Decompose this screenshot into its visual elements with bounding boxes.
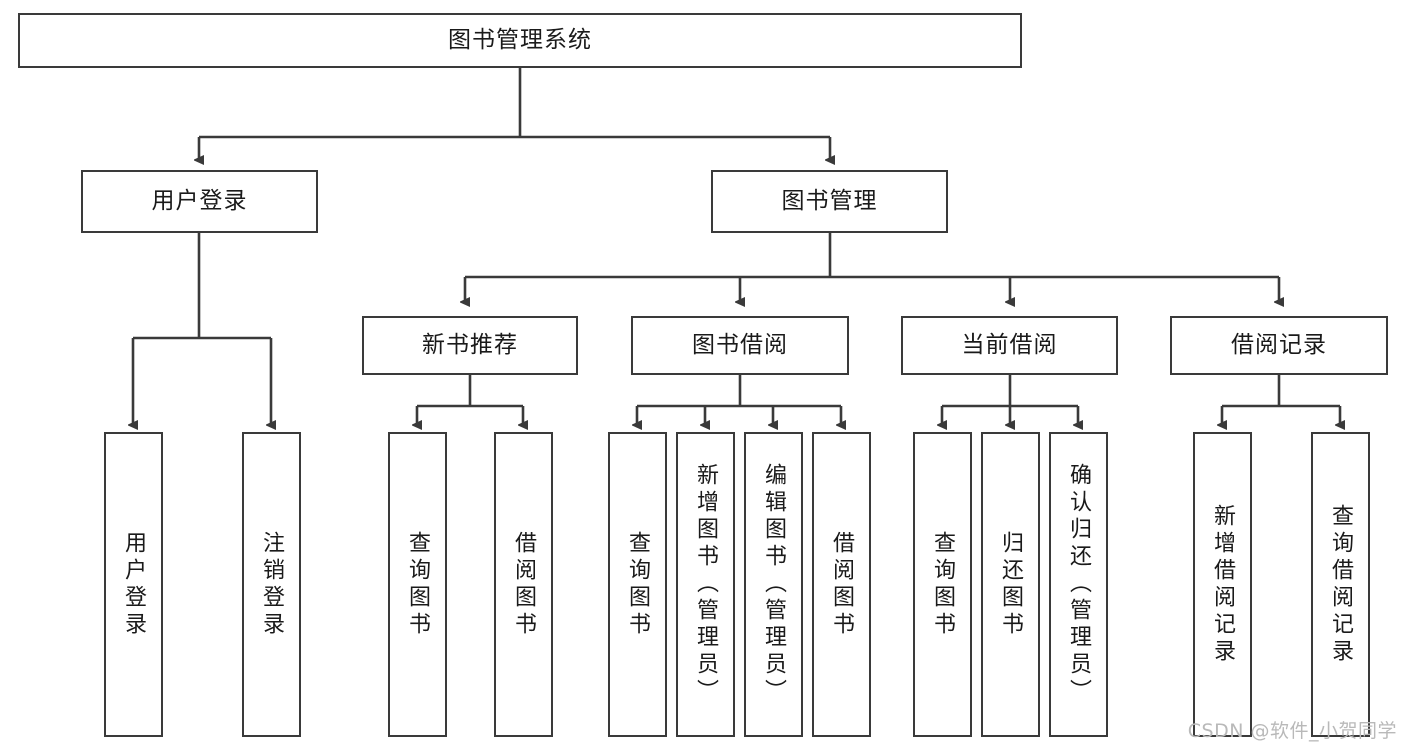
node-label: 查询图书 — [405, 530, 431, 639]
node-label: 编辑图书（管理员） — [761, 463, 787, 706]
leaf-current-borrow-confirm-return-admin[interactable]: 确认归还（管理员） — [1049, 432, 1108, 737]
leaf-user-login-login[interactable]: 用户登录 — [104, 432, 163, 737]
node-label: 新书推荐 — [422, 331, 518, 358]
leaf-borrow-records-add-record[interactable]: 新增借阅记录 — [1193, 432, 1252, 737]
node-label: 用户登录 — [121, 530, 147, 639]
csdn-watermark: CSDN @软件_小贺同学 — [1187, 720, 1397, 742]
leaf-book-borrow-edit-book-admin[interactable]: 编辑图书（管理员） — [744, 432, 803, 737]
node-label: 图书管理 — [781, 187, 878, 214]
node-label: 图书借阅 — [692, 331, 788, 358]
node-label: 用户登录 — [151, 187, 248, 214]
node-label: 图书管理系统 — [448, 26, 592, 53]
node-label: 借阅记录 — [1231, 331, 1327, 358]
leaf-new-book-borrow-book[interactable]: 借阅图书 — [494, 432, 553, 737]
node-label: 注销登录 — [259, 530, 285, 639]
leaf-user-login-logout[interactable]: 注销登录 — [242, 432, 301, 737]
leaf-book-borrow-add-book-admin[interactable]: 新增图书（管理员） — [676, 432, 735, 737]
node-root-book-management-system[interactable]: 图书管理系统 — [18, 13, 1022, 68]
node-label: 当前借阅 — [961, 331, 1058, 358]
node-book-borrow[interactable]: 图书借阅 — [631, 316, 849, 375]
leaf-new-book-query-book[interactable]: 查询图书 — [388, 432, 447, 737]
leaf-current-borrow-query-book[interactable]: 查询图书 — [913, 432, 972, 737]
node-label: 查询图书 — [625, 530, 651, 639]
leaf-book-borrow-query-book[interactable]: 查询图书 — [608, 432, 667, 737]
node-borrow-records[interactable]: 借阅记录 — [1170, 316, 1388, 375]
node-label: 借阅图书 — [829, 530, 855, 639]
leaf-current-borrow-return-book[interactable]: 归还图书 — [981, 432, 1040, 737]
node-user-login[interactable]: 用户登录 — [81, 170, 318, 233]
leaf-book-borrow-borrow-book[interactable]: 借阅图书 — [812, 432, 871, 737]
node-book-management[interactable]: 图书管理 — [711, 170, 948, 233]
node-label: 归还图书 — [998, 530, 1024, 639]
node-label: 查询借阅记录 — [1328, 503, 1354, 666]
node-label: 借阅图书 — [511, 530, 537, 639]
node-label: 新增图书（管理员） — [693, 463, 719, 706]
node-label: 新增借阅记录 — [1210, 503, 1236, 666]
node-label: 确认归还（管理员） — [1066, 463, 1092, 706]
node-label: 查询图书 — [930, 530, 956, 639]
leaf-borrow-records-query-record[interactable]: 查询借阅记录 — [1311, 432, 1370, 737]
node-new-book-recommend[interactable]: 新书推荐 — [362, 316, 578, 375]
node-current-borrow[interactable]: 当前借阅 — [901, 316, 1118, 375]
